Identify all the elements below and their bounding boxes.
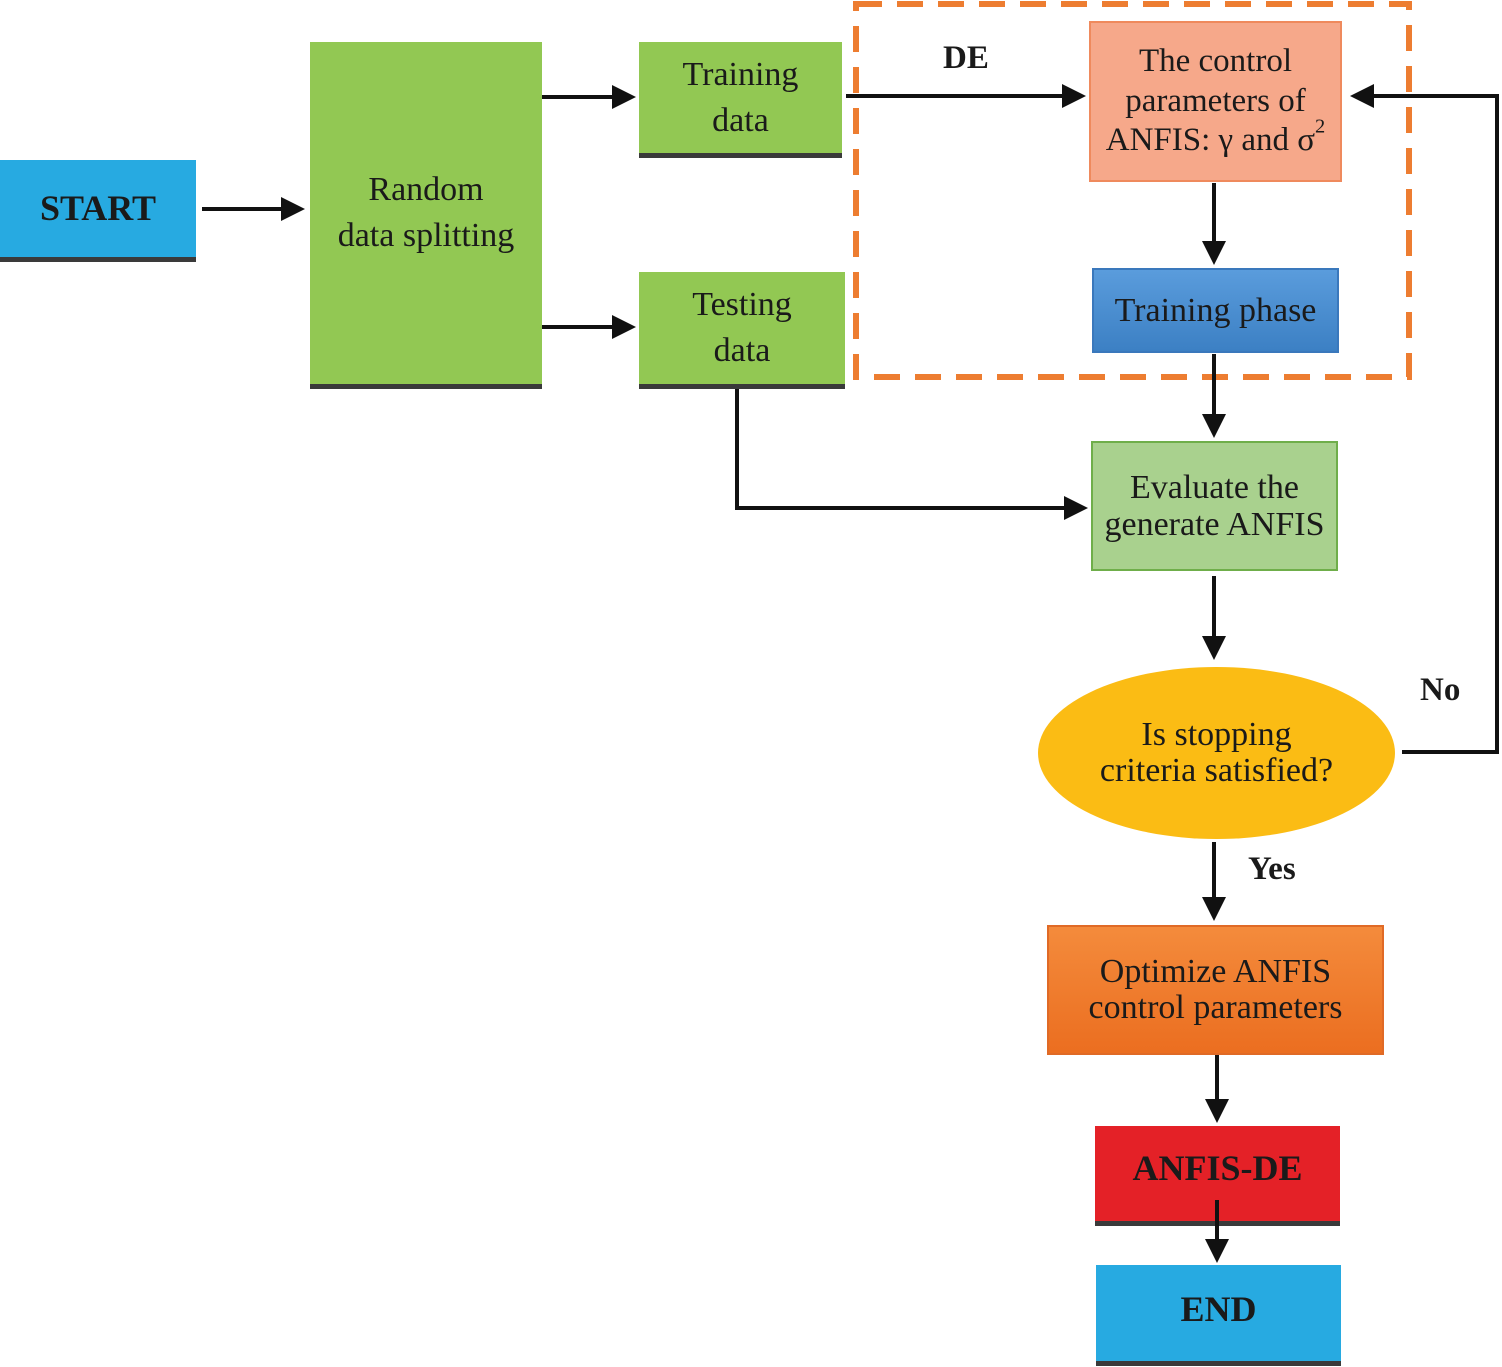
end-node: END [1096,1265,1341,1366]
decision-line1: Is stopping [1141,716,1292,754]
evaluate-anfis-node: Evaluate the generate ANFIS [1091,441,1338,571]
testing-data-node: Testing data [639,272,845,389]
training-phase-label: Training phase [1114,291,1317,329]
control-params-line1: The control [1138,43,1292,80]
anfis-de-label: ANFIS-DE [1132,1148,1303,1188]
testing-data-line2: data [713,332,771,369]
edge-label-no: No [1420,672,1461,708]
arrow-decision-no-loop [1350,84,1499,754]
optimize-anfis-node: Optimize ANFIS control parameters [1047,925,1384,1055]
start-label: START [39,188,157,229]
optimize-line2: control parameters [1088,989,1343,1026]
control-params-line2: parameters of [1125,82,1306,119]
training-data-line2: data [712,101,769,139]
random-data-splitting-node: Random data splitting [310,42,542,389]
control-params-superscript: 2 [1315,115,1326,138]
training-phase-node: Training phase [1092,268,1339,353]
testing-data-line1: Testing [692,286,792,324]
random-split-line2: data splitting [337,217,515,254]
de-region-border [853,1,1412,380]
evaluate-line2: generate ANFIS [1104,506,1325,543]
evaluate-line1: Evaluate the [1130,468,1299,506]
control-parameters-node: The control parameters of ANFIS: γ and σ… [1089,21,1342,182]
decision-line2: criteria satisfied? [1099,752,1334,789]
anfis-de-node: ANFIS-DE [1095,1126,1340,1226]
arrow-testing-data-to-evaluate [735,389,1088,520]
end-label: END [1180,1289,1257,1329]
edge-label-de: DE [943,40,989,76]
control-params-line3: ANFIS: γ and σ2 [1105,117,1326,161]
optimize-line1: Optimize ANFIS [1099,953,1332,991]
training-data-node: Training data [639,42,842,158]
training-data-line1: Training [682,55,799,93]
control-params-line3-text: ANFIS: γ and σ [1105,122,1316,159]
random-split-line1: Random [368,171,484,209]
start-node: START [0,160,196,262]
edge-label-yes: Yes [1248,851,1296,887]
stopping-criteria-decision: Is stopping criteria satisfied? [1038,667,1395,839]
